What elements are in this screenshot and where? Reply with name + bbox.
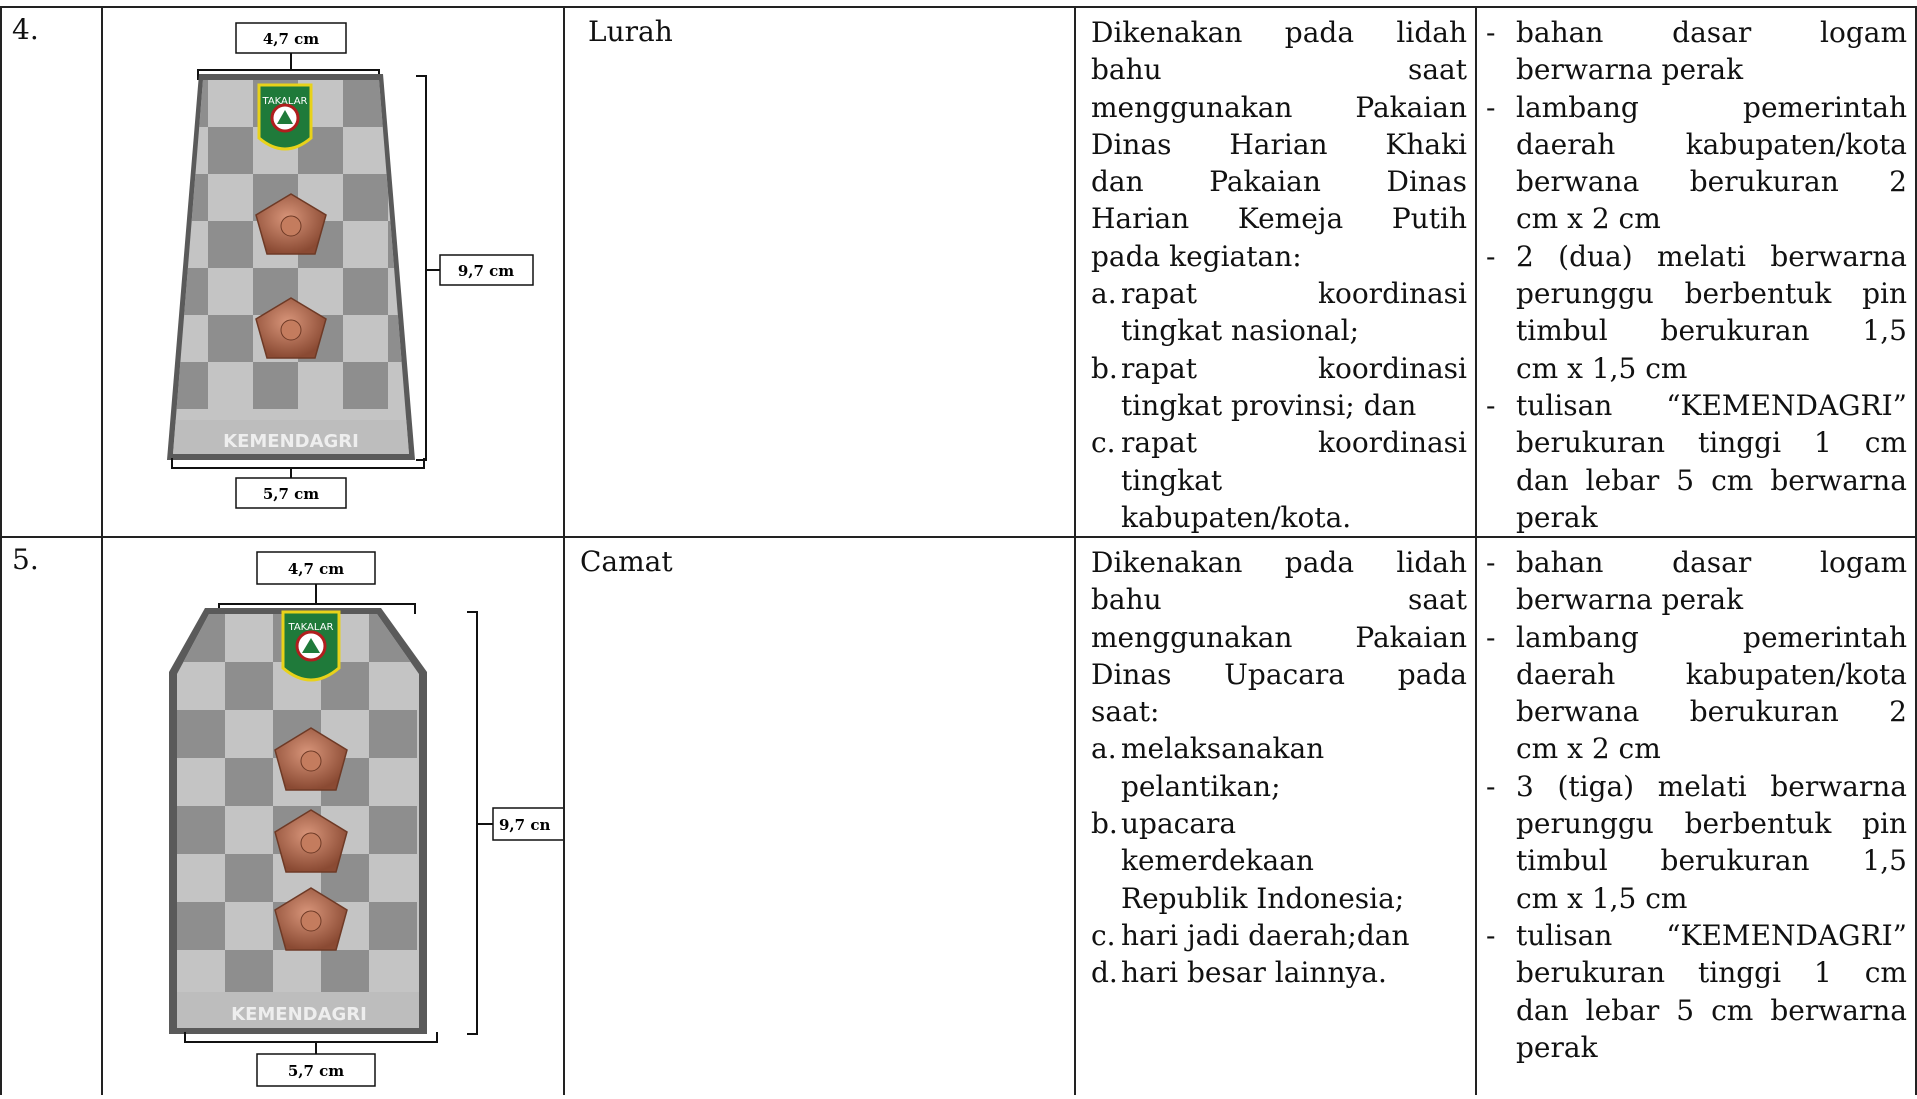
bronze-jasmine-pin-icon	[274, 887, 348, 951]
col-divider-2	[563, 6, 565, 1095]
regional-emblem-icon: TAKALAR	[281, 610, 341, 682]
usage-description: Dikenakan pada lidah bahu saat menggunak…	[1077, 538, 1475, 992]
emblem-text: TAKALAR	[288, 622, 334, 633]
table-border-top	[0, 6, 1917, 8]
usage-line: bahu saat	[1091, 53, 1467, 87]
row-divider	[0, 536, 1917, 538]
usage-line: menggunakan Pakaian	[1091, 620, 1467, 654]
board-kemendagri-text: KEMENDAGRI	[223, 431, 359, 452]
col-divider-4	[1475, 6, 1477, 1095]
shoulder-board-figure: 4,7 cm	[103, 538, 574, 1095]
dimension-bracket-bottom	[171, 458, 425, 469]
table-border-left	[0, 6, 2, 1095]
bronze-jasmine-pin-icon	[255, 193, 327, 255]
usage-line: Dinas Upacara pada	[1091, 657, 1467, 691]
dimension-bracket-side	[467, 611, 478, 1035]
dimension-bottom-label: 5,7 cm	[288, 1062, 344, 1080]
usage-line: Harian Kemeja Putih	[1091, 202, 1467, 236]
dimension-bracket-side	[416, 75, 427, 461]
table-border-right	[1915, 6, 1917, 1095]
list-item: d. hari besar lainnya.	[1091, 956, 1387, 990]
list-item: - tulisan “KEMENDAGRI”berukuran tinggi 1…	[1486, 388, 1907, 534]
bronze-jasmine-pin-icon	[274, 809, 348, 873]
emblem-text: TAKALAR	[262, 96, 308, 107]
row-number: 5.	[12, 543, 39, 576]
dimension-top-label: 4,7 cm	[263, 30, 319, 48]
bronze-jasmine-pin-icon	[274, 727, 348, 791]
usage-line: Dikenakan pada lidah	[1091, 546, 1467, 579]
jabatan-label: Lurah	[588, 15, 673, 48]
shoulder-board-illustration: 4,7 cm	[169, 551, 574, 1087]
dimension-side-label: 9,7 cn	[499, 816, 550, 834]
usage-line: Dikenakan pada lidah	[1091, 16, 1467, 49]
row-number: 4.	[12, 13, 39, 46]
shoulder-board-figure: 4,7 cm	[103, 8, 563, 536]
board-kemendagri-text: KEMENDAGRI	[231, 1004, 367, 1025]
list-item: c. hari jadi daerah;dan	[1091, 918, 1410, 952]
usage-line: dan Pakaian Dinas	[1091, 165, 1467, 199]
usage-description: Dikenakan pada lidah bahu saat menggunak…	[1077, 8, 1475, 536]
shoulder-board-illustration: 4,7 cm	[167, 22, 534, 509]
list-item: - tulisan “KEMENDAGRI”berukuran tinggi 1…	[1486, 918, 1907, 1064]
usage-line: menggunakan Pakaian	[1091, 90, 1467, 124]
dimension-side-label: 9,7 cm	[458, 262, 514, 280]
usage-line: Dinas Harian Khaki	[1091, 127, 1467, 161]
usage-line: bahu saat	[1091, 583, 1467, 617]
regional-emblem-icon: TAKALAR	[257, 83, 313, 151]
dimension-bottom-label: 5,7 cm	[263, 485, 319, 503]
bronze-jasmine-pin-icon	[255, 297, 327, 359]
usage-line: saat:	[1091, 695, 1160, 729]
dimension-bracket-bottom	[184, 1032, 438, 1043]
dimension-top-label: 4,7 cm	[288, 560, 344, 578]
usage-line: pada kegiatan:	[1091, 239, 1302, 273]
col-divider-1	[101, 6, 103, 1095]
col-divider-3	[1074, 6, 1076, 1095]
jabatan-label: Camat	[580, 545, 673, 578]
